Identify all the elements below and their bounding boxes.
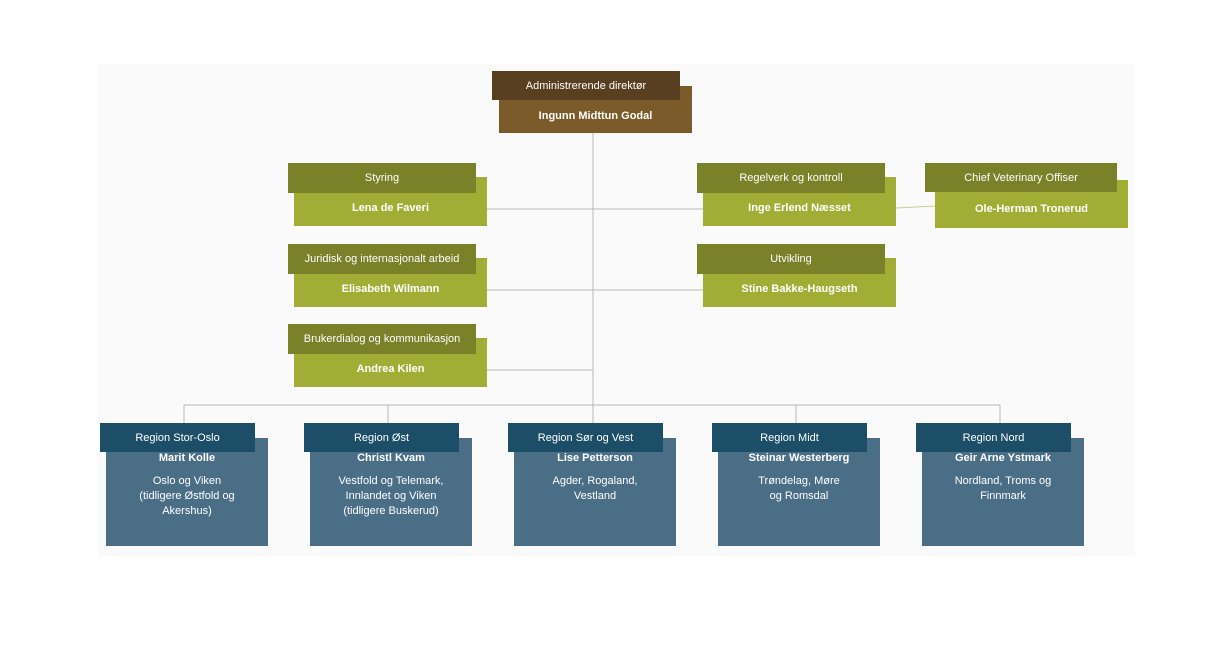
staff-title: Utvikling (697, 244, 885, 274)
staff-title: Brukerdialog og kommunikasjon (288, 324, 476, 354)
region-panel: Marit Kolle Oslo og Viken (tidligere Øst… (106, 438, 268, 546)
staff-title: Juridisk og internasjonalt arbeid (288, 244, 476, 274)
region-panel: Lise Petterson Agder, Rogaland, Vestland (514, 438, 676, 546)
region-head: Lise Petterson (557, 452, 633, 464)
staff-title: Regelverk og kontroll (697, 163, 885, 193)
region-head: Geir Arne Ystmark (955, 452, 1051, 464)
region-desc: Trøndelag, Møre og Romsdal (758, 475, 840, 502)
region-title: Region Øst (304, 423, 459, 452)
region-desc: Agder, Rogaland, Vestland (552, 475, 638, 502)
region-panel: Geir Arne Ystmark Nordland, Troms og Fin… (922, 438, 1084, 546)
region-desc: Nordland, Troms og Finnmark (954, 475, 1052, 502)
region-head: Steinar Westerberg (748, 452, 850, 464)
region-head: Christl Kvam (357, 452, 425, 464)
region-panel: Christl Kvam Vestfold og Telemark, Innla… (310, 438, 472, 546)
region-title: Region Midt (712, 423, 867, 452)
staff-title: Styring (288, 163, 476, 193)
region-title: Region Stor-Oslo (100, 423, 255, 452)
director-title: Administrerende direktør (492, 71, 680, 100)
cvo-title: Chief Veterinary Offiser (925, 163, 1117, 192)
region-panel: Steinar Westerberg Trøndelag, Møre og Ro… (718, 438, 880, 546)
region-head: Marit Kolle (158, 452, 216, 464)
region-desc: Oslo og Viken (tidligere Østfold og Aker… (139, 475, 235, 517)
region-title: Region Sør og Vest (508, 423, 663, 452)
region-title: Region Nord (916, 423, 1071, 452)
region-desc: Vestfold og Telemark, Innlandet og Viken… (338, 475, 444, 517)
